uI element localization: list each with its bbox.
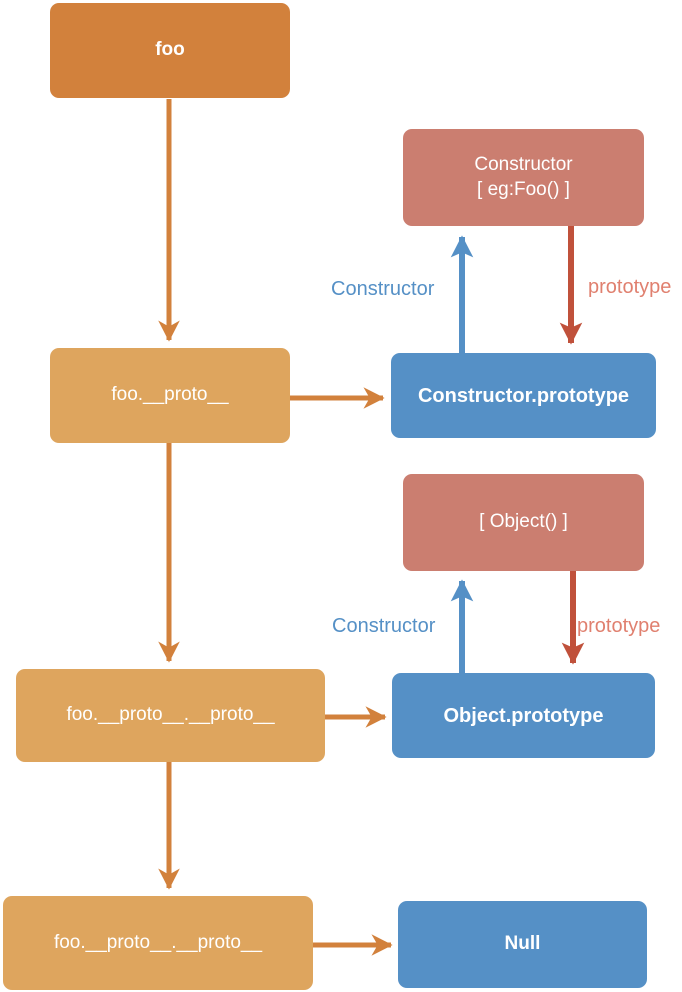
node-foo-proto: foo.__proto__ — [50, 348, 290, 443]
node-foo: foo — [50, 3, 290, 98]
node-constructor-function: Constructor [ eg:Foo() ] — [403, 129, 644, 226]
node-constructor-line2: [ eg:Foo() ] — [477, 178, 570, 200]
edge-label-prototype-2: prototype — [577, 615, 661, 637]
edge-label-constructor-2: Constructor — [332, 615, 436, 637]
edge-label-prototype-1: prototype — [588, 276, 672, 298]
node-foo-proto-proto: foo.__proto__.__proto__ — [16, 669, 325, 762]
node-constructor-line1: Constructor — [474, 153, 573, 175]
node-object-prototype: Object.prototype — [392, 673, 655, 758]
node-object-function: [ Object() ] — [403, 474, 644, 571]
node-constructor-prototype: Constructor.prototype — [391, 353, 656, 438]
edge-label-constructor-1: Constructor — [331, 278, 435, 300]
node-foo-proto-proto-2: foo.__proto__.__proto__ — [3, 896, 313, 990]
node-null: Null — [398, 901, 647, 988]
